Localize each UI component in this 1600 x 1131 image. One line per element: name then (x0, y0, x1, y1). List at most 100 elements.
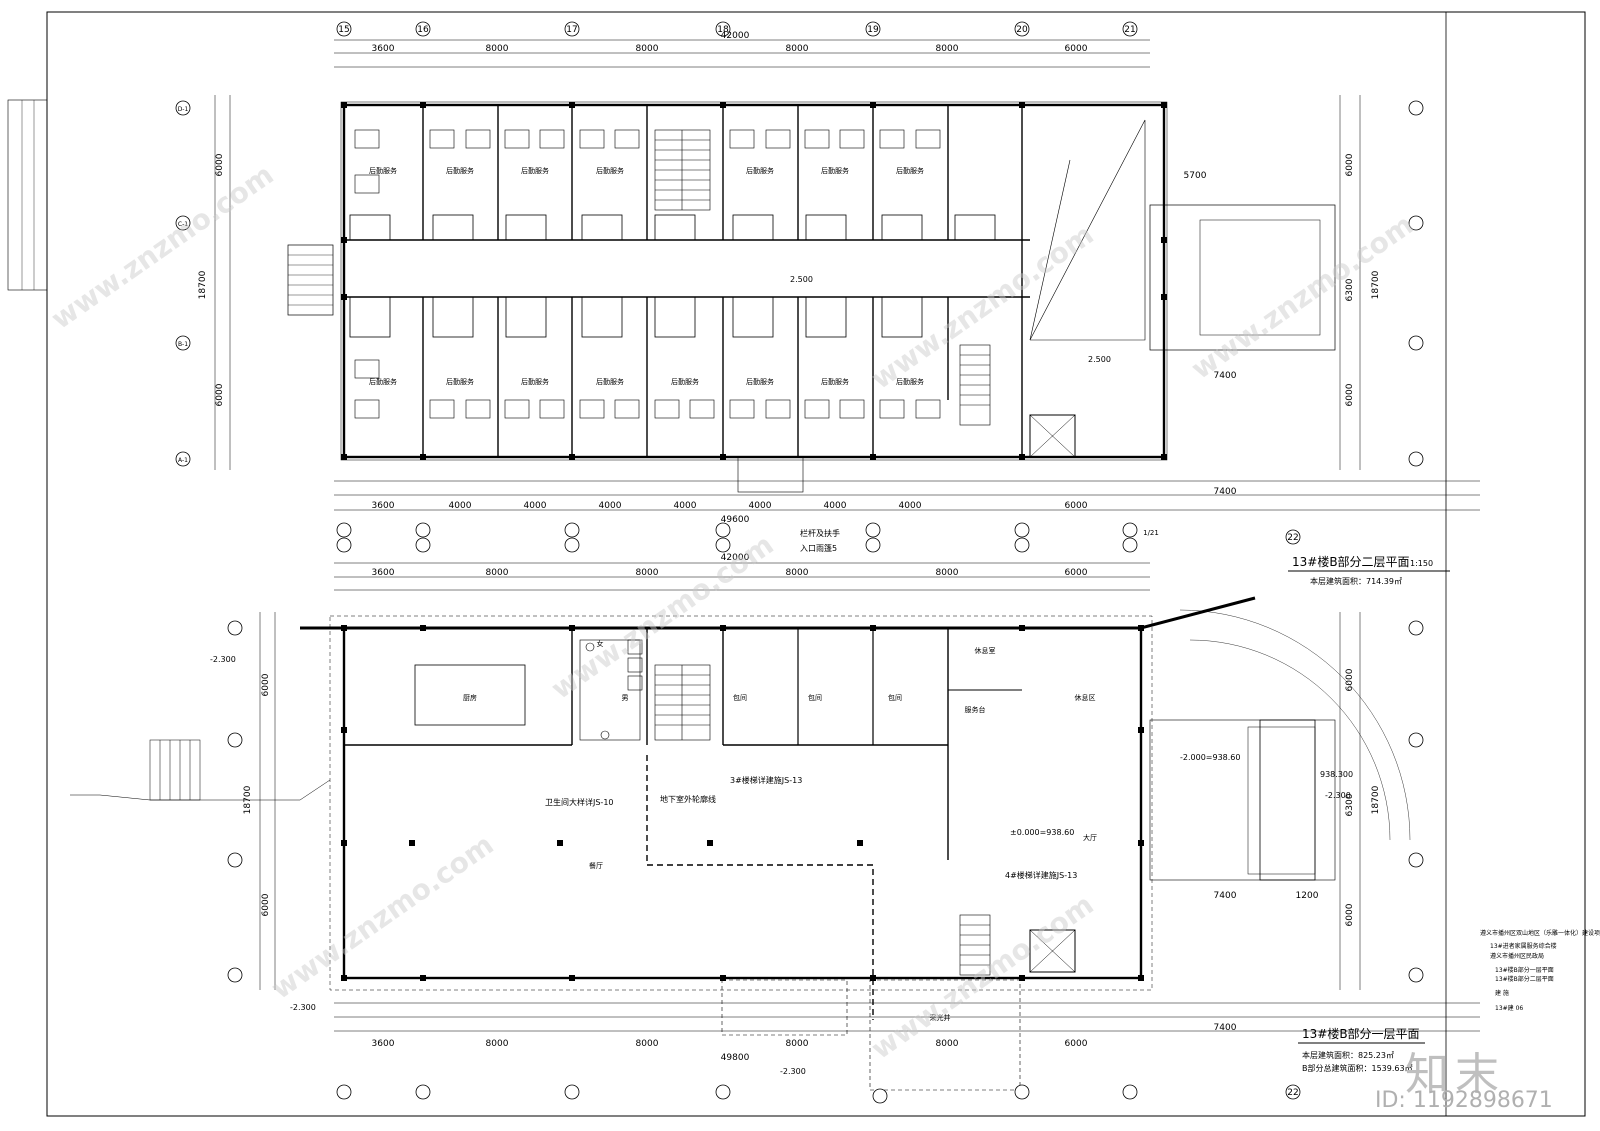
lower-plan-area: 本层建筑面积：825.23㎡ (1302, 1050, 1394, 1060)
room-label: 后勤服务 (671, 377, 699, 386)
dimension-text: 42000 3600 8000 8000 8000 8000 6000 3600… (198, 31, 1381, 1063)
dim-span: 8000 (636, 568, 659, 578)
tb-number: 13#建 06 (1495, 1004, 1523, 1012)
dim-side-total-lower: 18700 (243, 785, 253, 814)
room-label-private: 包间 (888, 693, 902, 702)
dim-span: 8000 (786, 1039, 809, 1049)
dim-right-span: 5700 (1184, 171, 1207, 181)
axis-label-18: 18 (717, 25, 729, 35)
drawing-notes: 栏杆及扶手 入口雨篷5 3#楼梯详建施JS-13 4#楼梯详建施JS-13 地下… (210, 275, 1353, 1076)
watermark-pattern: www.znzmo.com www.znzmo.com www.znzmo.co… (45, 158, 1419, 1066)
dim-span: 4000 (524, 501, 547, 511)
dimension-lines (214, 39, 1480, 1032)
dim-side-span: 6000 (1345, 153, 1355, 176)
watermark-site: www.znzmo.com (45, 158, 279, 336)
upper-floor-plan (287, 101, 1336, 493)
dim-span: 8000 (486, 1039, 509, 1049)
room-label-male-wc: 男 (622, 694, 629, 702)
note-level-neg: -2.300 (1325, 791, 1351, 800)
axis-label-15: 15 (338, 25, 349, 35)
tb-project: 遵义市播州区双山地区（乐雕一体化）建设项目 (1480, 929, 1600, 937)
note-level-2: -2.000=938.60 (1180, 753, 1240, 762)
dim-span: 8000 (936, 1039, 959, 1049)
dim-span: 4000 (749, 501, 772, 511)
note-kitchen-detail: 卫生间大样详JS-10 (545, 797, 614, 807)
lower-right-terrace (1149, 719, 1336, 881)
upper-stair-3 (654, 129, 711, 211)
dim-side-span: 6000 (261, 893, 271, 916)
room-label-kitchen: 厨房 (463, 693, 477, 702)
dim-lower-total-top: 42000 (721, 553, 750, 563)
dim-span: 4000 (599, 501, 622, 511)
dim-span: 7400 (1214, 487, 1237, 497)
dim-span: 8000 (786, 568, 809, 578)
watermark-id: ID: 1192898671 (1375, 1088, 1553, 1113)
note-level-neg: -2.300 (290, 1003, 316, 1012)
axis-label-19: 19 (867, 25, 879, 35)
dim-span: 3600 (372, 501, 395, 511)
axis-label-16: 16 (417, 25, 429, 35)
note-level-upper: 2.500 (1088, 355, 1111, 364)
room-label: 后勤服务 (446, 377, 474, 386)
lower-plan-total-area: B部分总建筑面积：1539.63㎡ (1302, 1063, 1413, 1073)
dim-span: 7400 (1214, 1023, 1237, 1033)
upper-atrium-void (1029, 119, 1146, 341)
axis-label-21: 21 (1124, 25, 1135, 35)
dim-span: 8000 (486, 568, 509, 578)
room-labels: 后勤服务 后勤服务 后勤服务 后勤服务 后勤服务 后勤服务 后勤服务 后勤服务 … (369, 166, 1097, 1022)
lower-elevator (1029, 929, 1076, 973)
dim-span: 8000 (486, 44, 509, 54)
upper-plan-scale: 1:150 (1410, 559, 1433, 568)
room-label: 后勤服务 (596, 166, 624, 175)
axis-label-d1: D-1 (178, 106, 189, 113)
dim-side-span: 6000 (215, 153, 225, 176)
tb-sheet-1: 13#楼B部分一层平面 (1495, 966, 1554, 974)
dim-side-span: 6000 (261, 673, 271, 696)
upper-plan-title: 13#楼B部分二层平面 (1292, 554, 1410, 569)
note-level-neg: -2.300 (210, 655, 236, 664)
lower-plan-title: 13#楼B部分一层平面 (1302, 1026, 1420, 1041)
title-block: 遵义市播州区双山地区（乐雕一体化）建设项目 13#进者家属服务综合楼 遵义市播州… (1480, 929, 1600, 1012)
dim-span: 6000 (1065, 568, 1088, 578)
room-label-light-well: 采光井 (930, 1013, 951, 1022)
room-label: 后勤服务 (821, 377, 849, 386)
plan-titles: 13#楼B部分二层平面 1:150 本层建筑面积：714.39㎡ 13#楼B部分… (1288, 554, 1450, 1073)
note-railing: 栏杆及扶手 (800, 528, 840, 538)
dim-span: 3600 (372, 1039, 395, 1049)
tb-client: 遵义市播州区民政局 (1490, 952, 1544, 960)
axis-bubble-labels: 15 16 17 18 19 20 21 22 22 D-1 C-1 B-1 A… (178, 25, 1299, 1098)
lower-floor-plan (70, 596, 1411, 1091)
room-label: 后勤服务 (746, 166, 774, 175)
axis-label-c1: C-1 (178, 221, 188, 228)
axis-label-a1: A-1 (178, 457, 188, 464)
dim-right-span: 1200 (1296, 891, 1319, 901)
note-elev-938: 938.300 (1320, 770, 1353, 779)
room-label: 后勤服务 (596, 377, 624, 386)
room-label: 后勤服务 (446, 166, 474, 175)
room-label-female-wc: 女 (597, 639, 604, 648)
left-stamp-block (7, 99, 48, 291)
room-label: 后勤服务 (521, 166, 549, 175)
dim-span: 3600 (372, 568, 395, 578)
room-label-restaurant: 餐厅 (589, 861, 603, 870)
watermark-site: www.znzmo.com (545, 528, 779, 706)
room-label: 后勤服务 (521, 377, 549, 386)
sheet-frame (46, 11, 1586, 1117)
dim-side-span: 6000 (1345, 903, 1355, 926)
note-stair-3: 3#楼梯详建施JS-13 (730, 775, 802, 785)
dim-span: 8000 (936, 568, 959, 578)
upper-plan-area: 本层建筑面积：714.39㎡ (1310, 576, 1402, 586)
axis-label-22: 22 (1287, 533, 1298, 543)
watermark-logo: 知末 (1405, 1049, 1505, 1100)
dim-side-span: 6300 (1345, 793, 1355, 816)
dim-span: 4000 (674, 501, 697, 511)
lower-outer-wall (342, 626, 1143, 980)
dim-span: 8000 (636, 1039, 659, 1049)
dim-side-span: 6000 (215, 383, 225, 406)
note-level-upper: 2.500 (790, 275, 813, 284)
dim-upper-total-bottom: 49600 (721, 515, 750, 525)
note-entrance-canopy: 入口雨篷5 (800, 543, 837, 553)
axis-bubbles (175, 21, 1424, 1104)
dim-span: 8000 (786, 44, 809, 54)
